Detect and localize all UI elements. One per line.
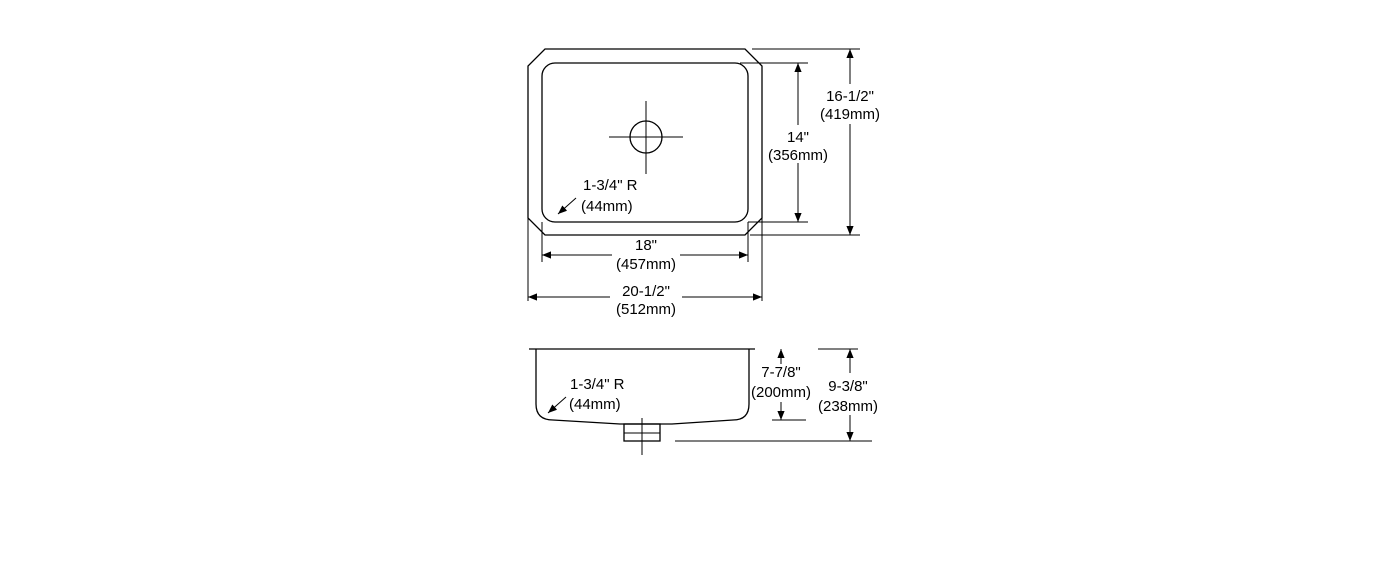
overall-depth-dimension: 9-3/8" (238mm) <box>675 348 878 442</box>
side-radius-callout: 1-3/4" R (44mm) <box>547 376 625 414</box>
bowl-depth-label: 7-7/8" <box>761 364 801 381</box>
inner-width-label: 18" <box>635 237 657 254</box>
side-bowl-profile <box>535 349 750 425</box>
outer-width-dimension: 20-1/2" (512mm) <box>527 218 763 318</box>
top-radius-label: 1-3/4" R <box>583 177 638 194</box>
sink-inner-bowl <box>541 62 749 223</box>
inner-width-dimension: 18" (457mm) <box>541 222 749 273</box>
top-radius-mm-label: (44mm) <box>581 198 633 215</box>
overall-depth-mm-label: (238mm) <box>818 398 878 415</box>
outer-length-mm-label: (419mm) <box>820 106 880 123</box>
outer-length-dimension: 16-1/2" (419mm) <box>750 48 880 236</box>
inner-length-label: 14" <box>787 129 809 146</box>
overall-depth-label: 9-3/8" <box>828 378 868 395</box>
outer-width-mm-label: (512mm) <box>616 301 676 318</box>
sink-outer-rim <box>527 48 763 236</box>
inner-length-dimension: 14" (356mm) <box>740 62 828 223</box>
outer-width-label: 20-1/2" <box>622 283 670 300</box>
outer-length-label: 16-1/2" <box>826 88 874 105</box>
side-radius-label: 1-3/4" R <box>570 376 625 393</box>
top-radius-callout: 1-3/4" R (44mm) <box>557 177 638 215</box>
side-radius-mm-label: (44mm) <box>569 396 621 413</box>
drain-icon <box>609 101 683 174</box>
bowl-depth-dimension: 7-7/8" (200mm) <box>751 349 811 421</box>
inner-width-mm-label: (457mm) <box>616 256 676 273</box>
side-drain-icon <box>623 418 661 455</box>
bowl-depth-mm-label: (200mm) <box>751 384 811 401</box>
side-view: 1-3/4" R (44mm) 7-7/8" (200mm) 9-3/8" (2… <box>529 348 878 455</box>
inner-length-mm-label: (356mm) <box>768 147 828 164</box>
top-view: 1-3/4" R (44mm) 18" (457mm) 20-1/2" (512… <box>527 48 880 318</box>
